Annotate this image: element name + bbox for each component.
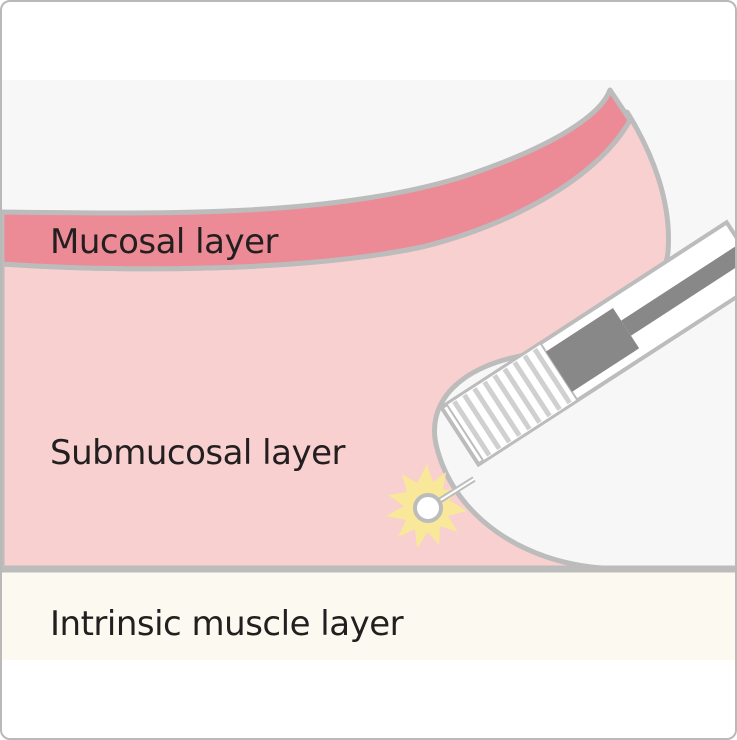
endoscopic-knife — [438, 219, 735, 468]
knife-tip — [413, 493, 443, 523]
intrinsic-muscle-layer — [2, 568, 735, 660]
coil-stripes — [452, 347, 572, 457]
intrinsic-muscle-layer-label: Intrinsic muscle layer — [50, 604, 404, 644]
instrument-wire — [621, 238, 735, 336]
instrument-body — [545, 308, 640, 392]
mucosal-layer — [2, 87, 633, 272]
mucosal-layer-label: Mucosal layer — [50, 222, 279, 262]
submucosal-layer-label: Submucosal layer — [50, 433, 346, 473]
